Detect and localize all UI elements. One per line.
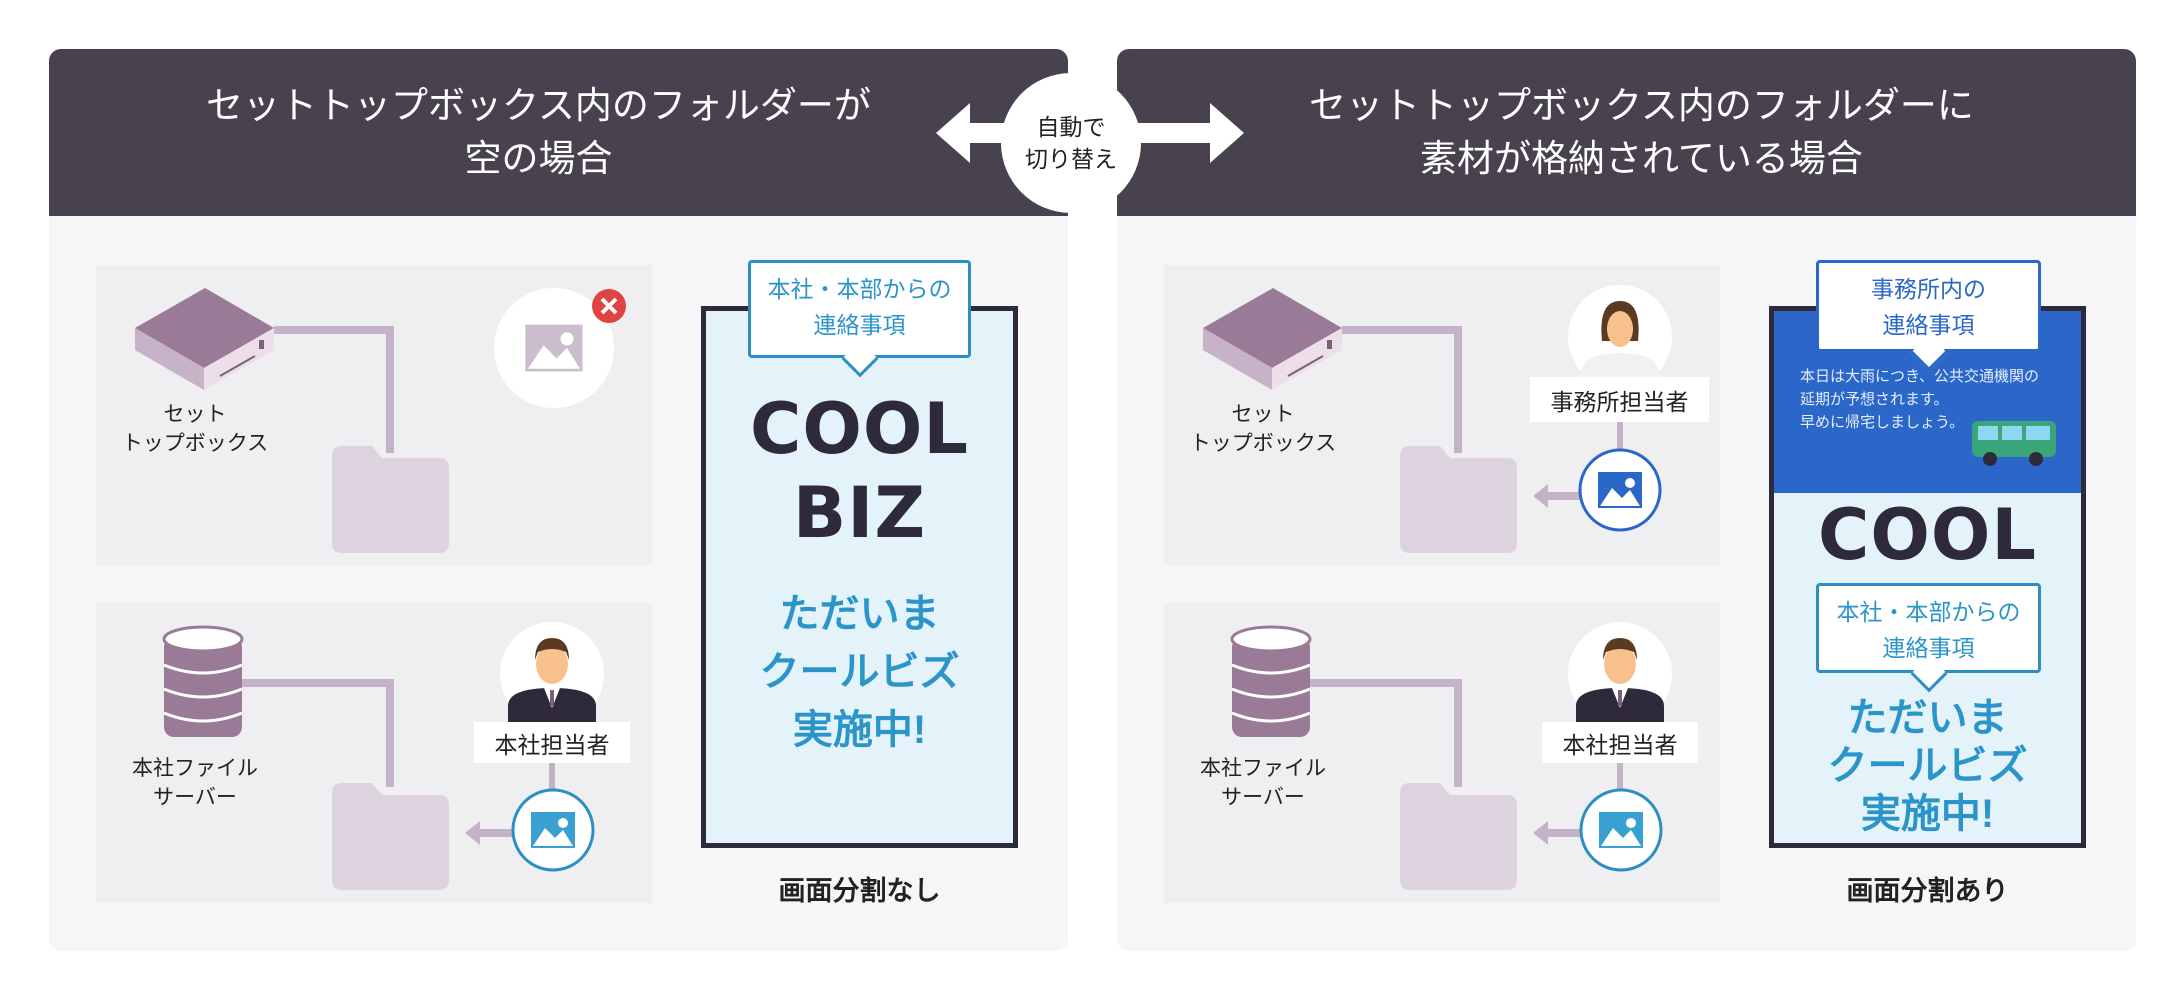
caption-split: 画面分割あり	[1846, 876, 2009, 906]
file-server-label: 本社ファイルサーバー	[1200, 754, 1326, 812]
text-line: サーバー	[1221, 786, 1305, 809]
arrow-left-icon	[1533, 484, 1548, 508]
left-panel-empty-folder: セットトップボックス内のフォルダーが 空の場合 セットトップボックス 本社ファイ…	[49, 49, 1068, 951]
folder-icon	[1400, 446, 1517, 553]
hq-person-avatar	[1568, 622, 1672, 726]
folder-icon	[332, 783, 449, 890]
message-line2: クールビズ	[1827, 744, 2028, 788]
image-icon	[525, 324, 583, 372]
set-top-box-label: セットトップボックス	[1190, 400, 1336, 458]
file-server-icon	[1230, 625, 1312, 739]
left-header: セットトップボックス内のフォルダーが 空の場合	[49, 49, 1068, 216]
text-line: 本社・本部からの	[1836, 599, 2021, 625]
notice-line1: 本日は大雨につき、公共交通機関の	[1800, 368, 2039, 385]
file-server-icon	[162, 625, 244, 739]
text-line: 本社ファイル	[132, 757, 258, 780]
hq-person-label: 本社担当者	[474, 722, 630, 763]
file-server-section: 本社ファイルサーバー 本社担当者	[1164, 602, 1720, 903]
set-top-box-section: セットトップボックス	[96, 265, 652, 566]
text-line: 本社・本部からの	[767, 276, 952, 302]
file-server-label: 本社ファイルサーバー	[132, 754, 258, 812]
switch-line1: 自動で	[1036, 114, 1106, 140]
hq-notice-bubble: 本社・本部からの連絡事項	[748, 260, 971, 378]
text-line: セット	[1231, 403, 1295, 426]
message-line3: 実施中!	[1860, 792, 1995, 836]
set-top-box-icon	[1202, 287, 1343, 391]
text-line: 事務所内の	[1871, 276, 1986, 302]
text-line: 本社ファイル	[1200, 757, 1326, 780]
cool-text: COOL	[750, 388, 969, 470]
text-line: トップボックス	[1189, 432, 1337, 455]
text-line: トップボックス	[121, 432, 269, 455]
folder-icon	[1400, 783, 1517, 890]
bus-icon	[1972, 421, 2056, 466]
image-icon	[1598, 472, 1642, 508]
message-line2: クールビズ	[759, 650, 960, 694]
right-panel-folder-has-content: セットトップボックス内のフォルダーに 素材が格納されている場合 セットトップボッ…	[1117, 49, 2136, 951]
display-screen-split: 本日は大雨につき、公共交通機関の 延期が予想されます。 早めに帰宅しましょう。 …	[1769, 306, 2086, 848]
message-line1: ただいま	[779, 592, 940, 636]
right-title-line1: セットトップボックス内のフォルダーに	[1309, 85, 1974, 126]
office-person-label: 事務所担当者	[1530, 377, 1709, 422]
set-top-box-icon	[134, 287, 275, 391]
hq-notice-bubble: 本社・本部からの連絡事項	[1816, 583, 2041, 693]
message-line1: ただいま	[1847, 696, 2008, 740]
text-line: 連絡事項	[813, 312, 906, 338]
set-top-box-section: セットトップボックス 事務所担当者	[1164, 265, 1720, 566]
right-header: セットトップボックス内のフォルダーに 素材が格納されている場合	[1117, 49, 2136, 216]
biz-text: BIZ	[792, 472, 927, 554]
text-line: セット	[163, 403, 227, 426]
image-icon	[531, 812, 575, 848]
notice-line3: 早めに帰宅しましょう。	[1800, 414, 1965, 431]
set-top-box-label: セットトップボックス	[122, 400, 268, 458]
cool-text: COOL	[1818, 494, 2037, 576]
notice-line2: 延期が予想されます。	[1800, 391, 1949, 408]
left-title-line1: セットトップボックス内のフォルダーが	[206, 85, 871, 126]
hq-person-label: 本社担当者	[1542, 722, 1698, 763]
caption-no-split: 画面分割なし	[778, 876, 941, 906]
file-server-section: 本社ファイルサーバー 本社担当者	[96, 602, 652, 903]
text-line: 連絡事項	[1882, 312, 1975, 338]
text-line: サーバー	[153, 786, 237, 809]
switch-line2: 切り替え	[1025, 146, 1117, 172]
error-x-icon	[592, 289, 626, 323]
office-notice-bubble: 事務所内の連絡事項	[1816, 260, 2041, 372]
hq-person-avatar	[500, 622, 604, 726]
display-screen-single: COOL BIZ ただいま クールビズ 実施中!	[701, 306, 1018, 848]
image-icon	[1599, 812, 1643, 848]
arrow-left-icon	[465, 821, 480, 845]
arrow-left-icon	[1533, 821, 1548, 845]
left-title-line2: 空の場合	[464, 138, 613, 179]
empty-folder-icon	[332, 446, 449, 553]
message-line3: 実施中!	[792, 708, 927, 752]
right-title-line2: 素材が格納されている場合	[1420, 138, 1863, 179]
office-person-avatar	[1568, 285, 1672, 389]
auto-switch-badge: 自動で 切り替え	[1001, 73, 1141, 213]
